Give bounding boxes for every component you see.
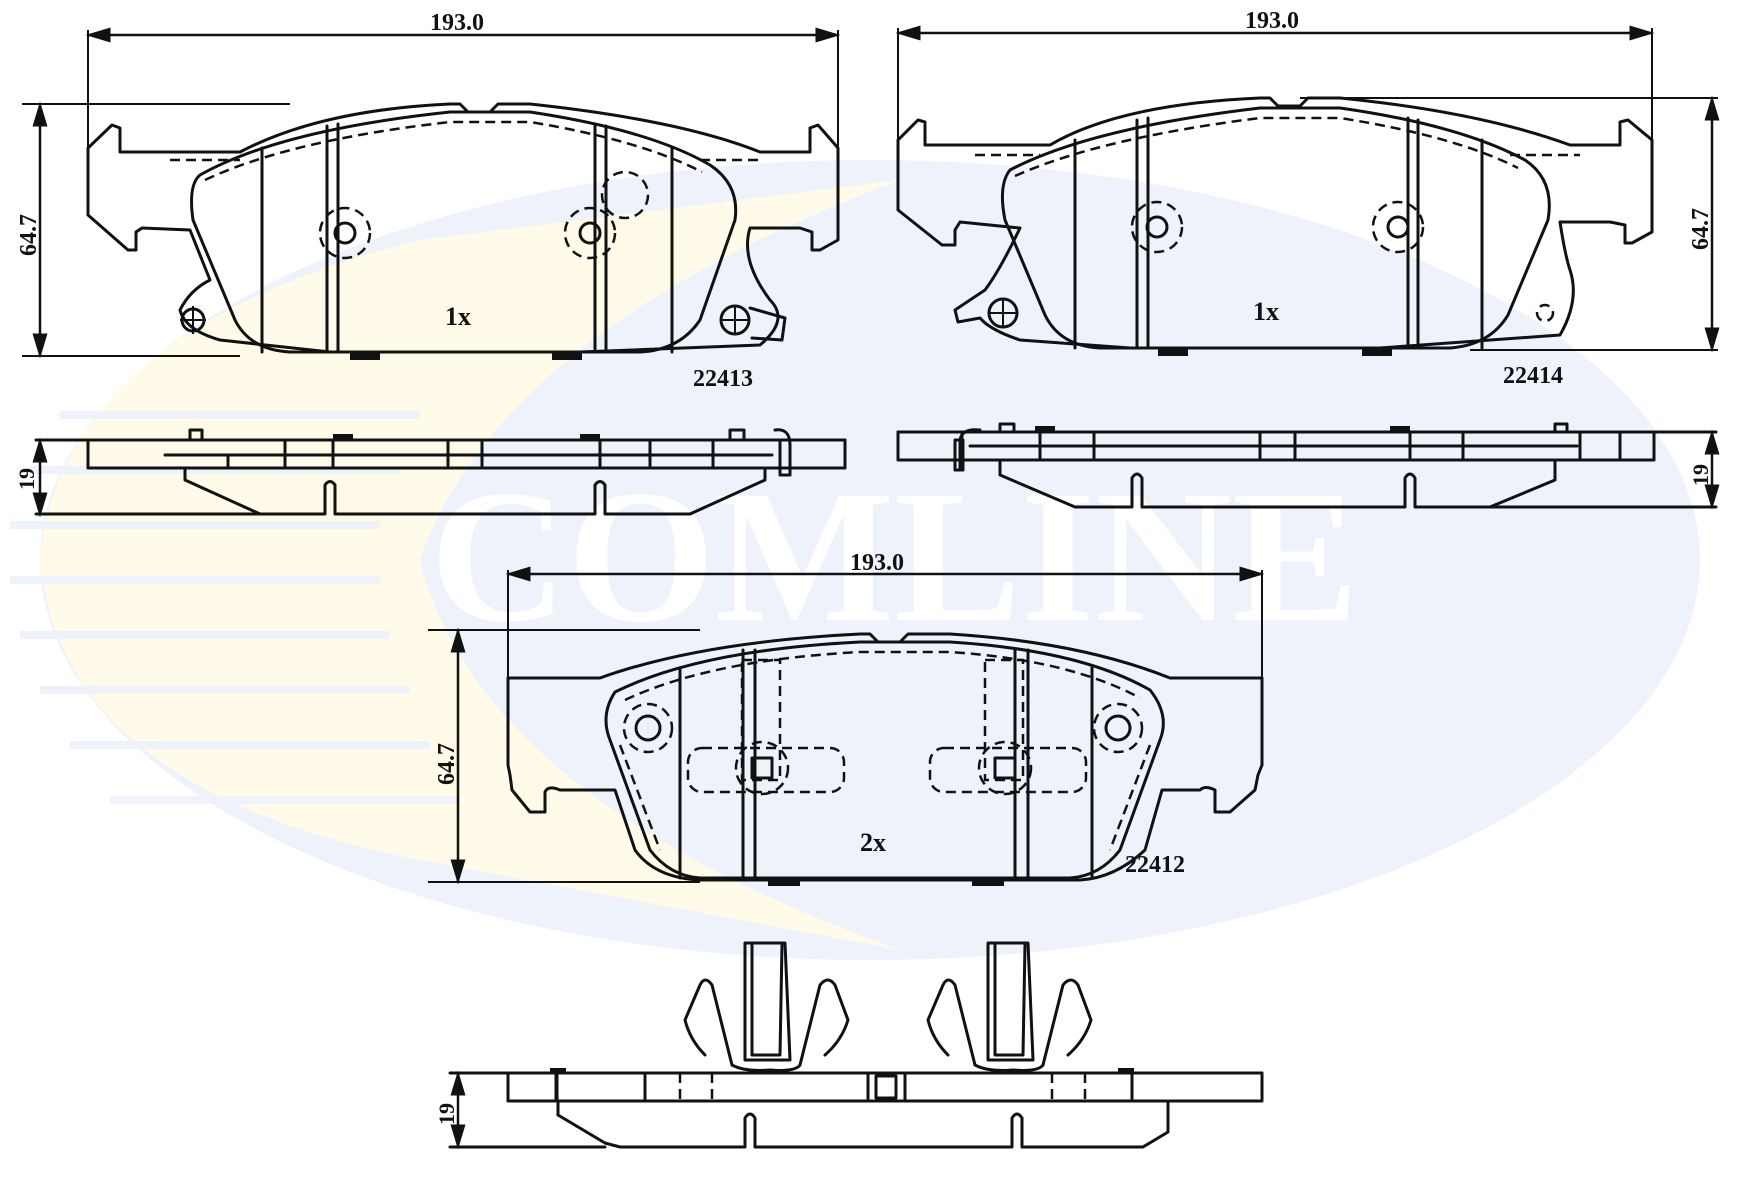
height-dimension: 64.7 [16, 214, 42, 256]
thickness-dimension: 19 [1688, 464, 1713, 486]
pad-22412-side-view: 19 [434, 941, 1264, 1150]
spring-clip-right [926, 941, 1093, 1072]
watermark-text: COMLINE [430, 452, 1359, 662]
quantity-label: 1x [1253, 297, 1279, 326]
pad-22414-front-view: 193.0 64.7 1x 22414 [895, 8, 1720, 389]
part-number: 22414 [1503, 363, 1563, 389]
thickness-dimension: 19 [14, 468, 39, 490]
width-dimension: 193.0 [430, 10, 484, 36]
quantity-label: 2x [860, 828, 886, 857]
width-dimension: 193.0 [1245, 8, 1299, 34]
pad-22414-side-view: 19 [896, 422, 1720, 510]
part-number: 22412 [1125, 852, 1185, 878]
clip-hidden-right [928, 658, 1088, 796]
quantity-label: 1x [445, 302, 471, 331]
spring-clip-left [683, 941, 850, 1072]
part-number: 22413 [693, 366, 753, 392]
width-dimension: 193.0 [850, 550, 904, 576]
height-dimension: 64.7 [1688, 208, 1714, 250]
thickness-dimension: 19 [434, 1103, 459, 1125]
clip-hidden-left [686, 658, 846, 796]
pad-22412-front-view: 193.0 64.7 [428, 550, 1265, 886]
height-dimension: 64.7 [434, 743, 460, 785]
pad-22413-side-view: 19 [14, 428, 847, 518]
pad-22413-front-view: 193.0 64.7 1x 22413 [16, 10, 841, 392]
